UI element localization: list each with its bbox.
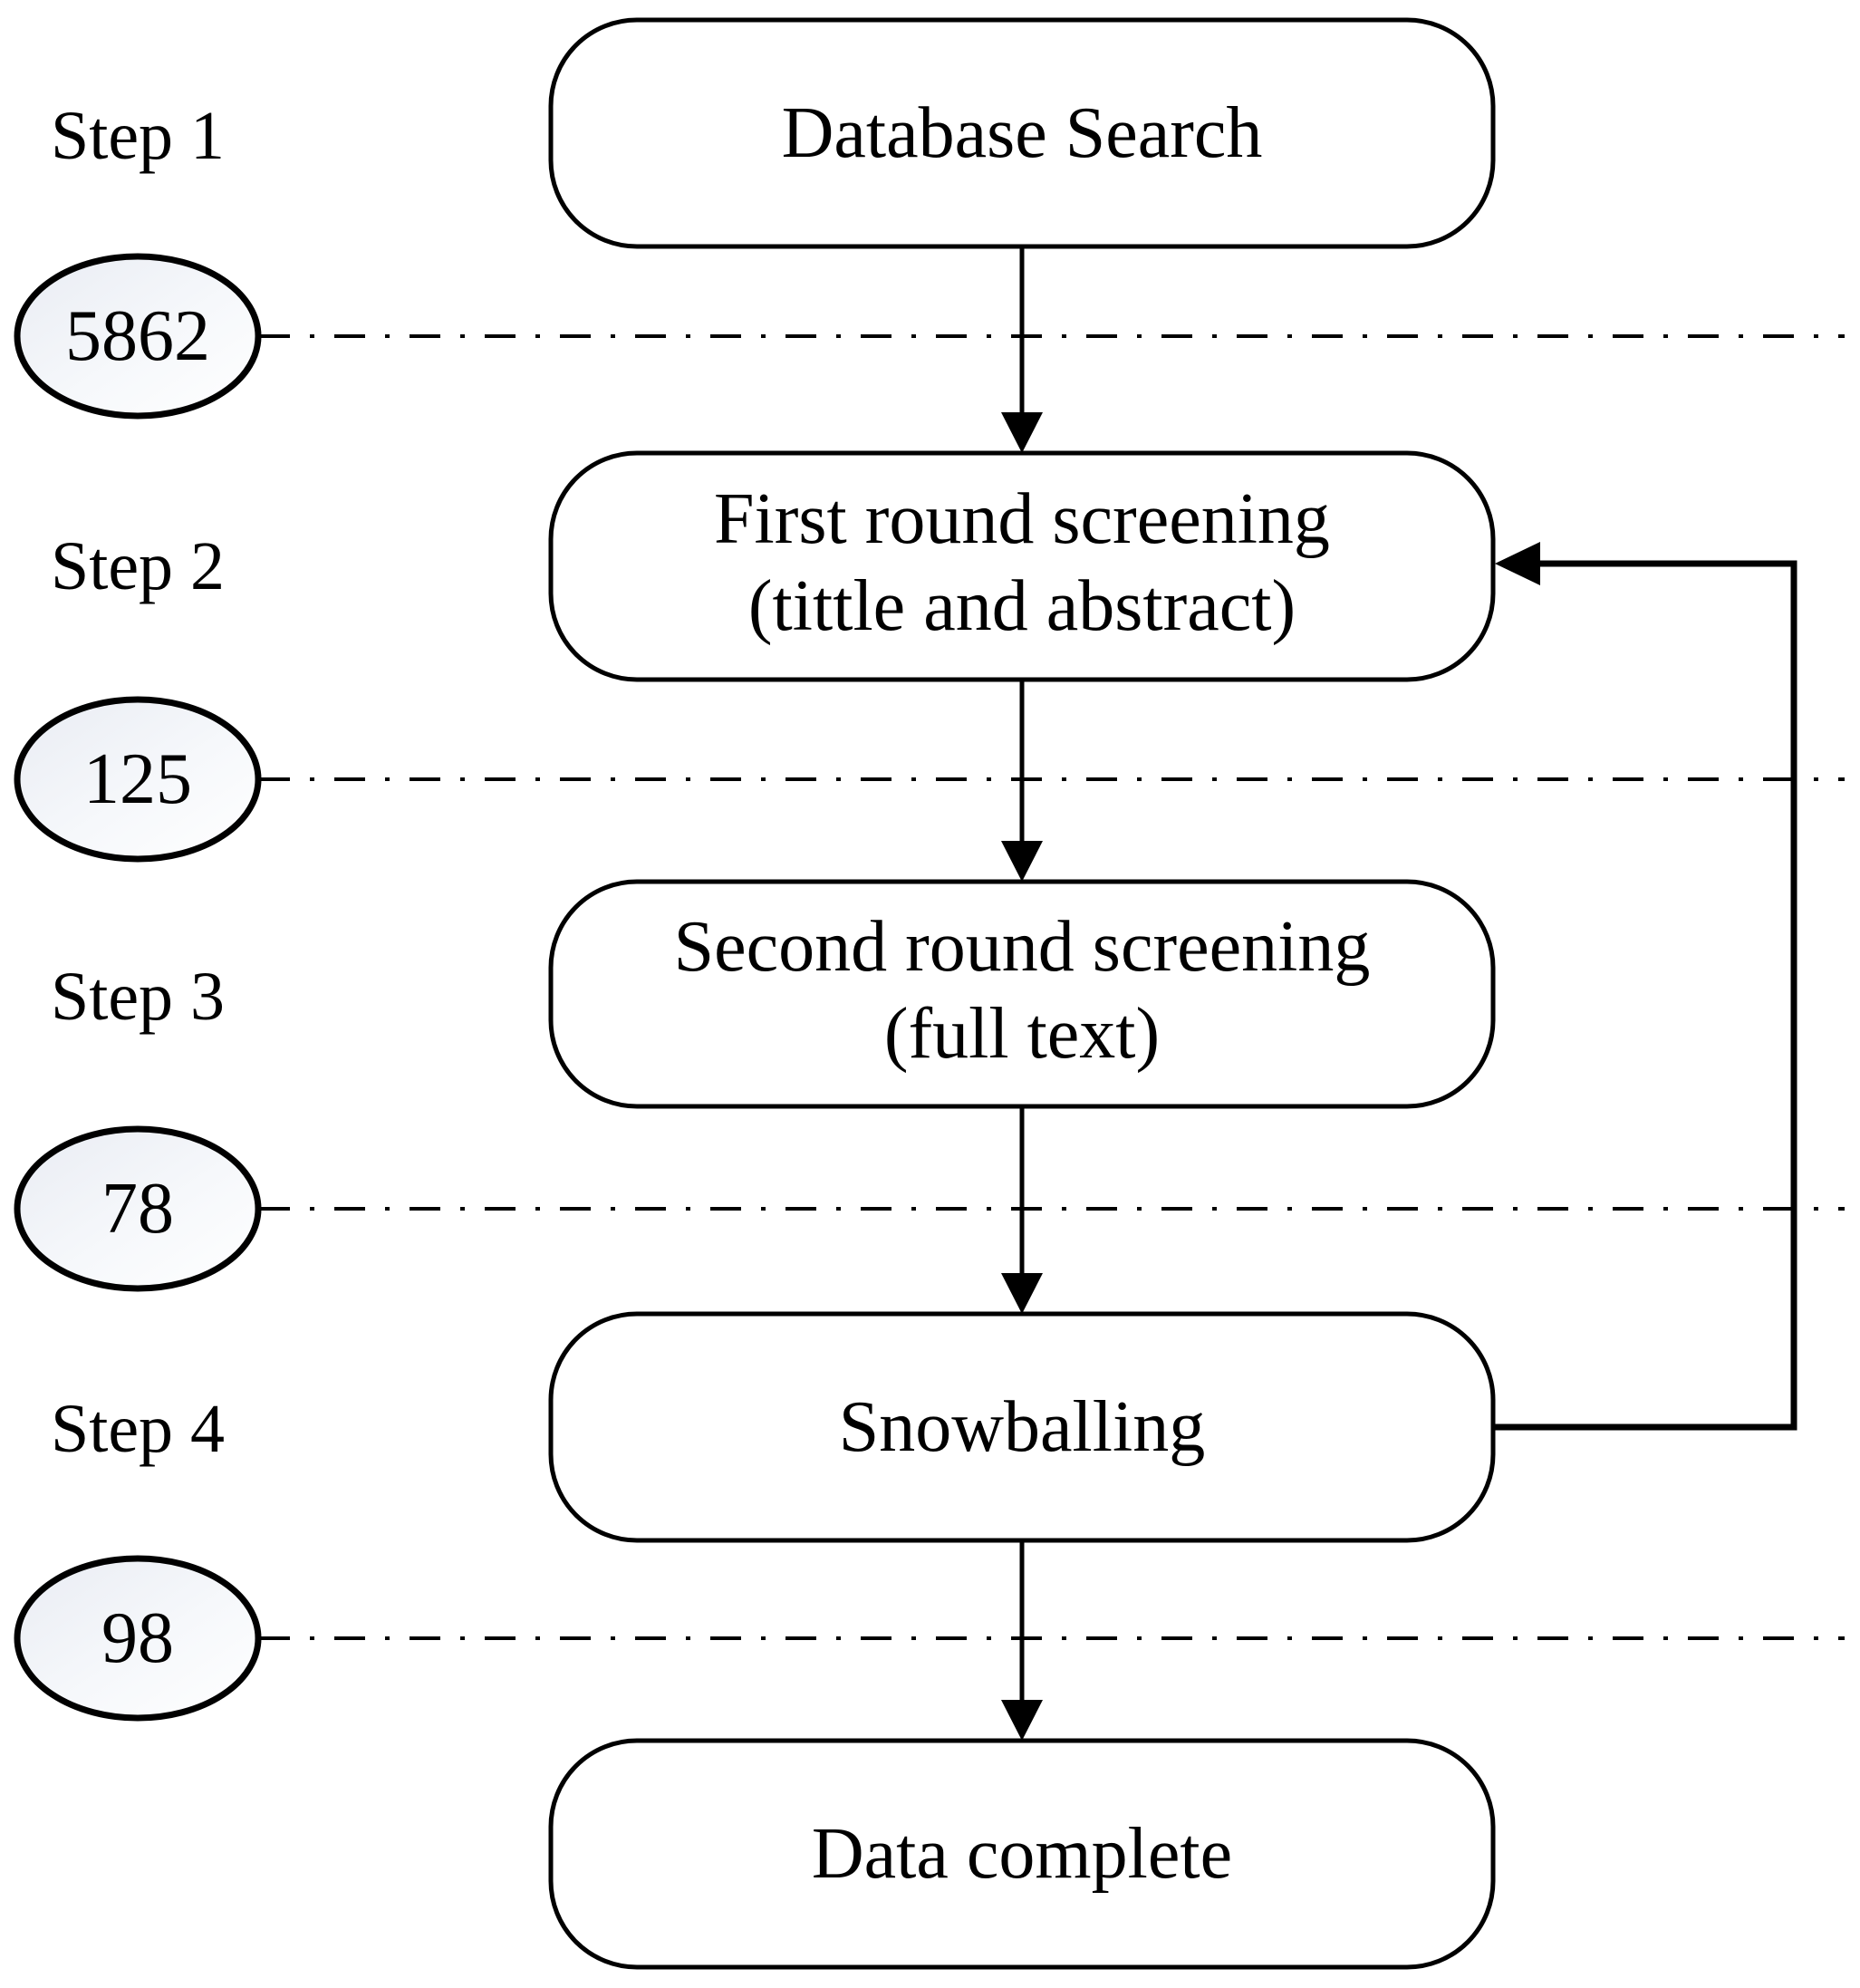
count-badge-1-ellipse bbox=[14, 253, 262, 420]
count-badge-4-value: 98 bbox=[101, 1598, 174, 1678]
count-badge-2: 125 bbox=[14, 696, 262, 863]
arrow-down-head-icon bbox=[1001, 1273, 1043, 1314]
arrow-down-head-icon bbox=[1001, 841, 1043, 882]
count-badge-4: 98 bbox=[14, 1555, 262, 1722]
node-second-round-screening-label-line2: (full text) bbox=[884, 994, 1160, 1074]
step-labels: Step 1 Step 2 Step 3 Step 4 bbox=[51, 98, 225, 1467]
arrow-down-head-icon bbox=[1001, 412, 1043, 453]
step-label-4: Step 4 bbox=[51, 1391, 225, 1467]
count-badge-2-ellipse bbox=[14, 696, 262, 863]
node-database-search-box bbox=[548, 17, 1496, 249]
node-second-round-screening-box bbox=[548, 879, 1496, 1109]
flow-nodes: Database Search First round screening (t… bbox=[548, 17, 1496, 1970]
node-first-round-screening-label-line2: (tittle and abstract) bbox=[748, 566, 1296, 646]
node-second-round-screening: Second round screening (full text) bbox=[548, 879, 1496, 1109]
count-badge-1: 5862 bbox=[14, 253, 262, 420]
node-second-round-screening-label-line1: Second round screening bbox=[674, 907, 1371, 987]
count-badge-2-value: 125 bbox=[83, 739, 192, 819]
feedback-loop bbox=[1493, 542, 1797, 1431]
node-data-complete-label: Data complete bbox=[812, 1814, 1232, 1894]
node-snowballing-box bbox=[548, 1311, 1496, 1543]
count-badge-3-value: 78 bbox=[101, 1169, 174, 1249]
count-badge-3: 78 bbox=[14, 1125, 262, 1292]
arrow-down-head-icon bbox=[1001, 1700, 1043, 1741]
node-first-round-screening: First round screening (tittle and abstra… bbox=[548, 450, 1496, 682]
count-badge-4-ellipse bbox=[14, 1555, 262, 1722]
step-label-3: Step 3 bbox=[51, 959, 225, 1035]
node-data-complete-box bbox=[548, 1738, 1496, 1970]
node-first-round-screening-box bbox=[548, 450, 1496, 682]
node-database-search-label: Database Search bbox=[782, 93, 1263, 173]
count-badges: 5862 125 78 98 bbox=[14, 253, 262, 1722]
flow-arrows bbox=[1001, 246, 1043, 1741]
step-label-1: Step 1 bbox=[51, 98, 225, 174]
count-badge-1-value: 5862 bbox=[65, 296, 210, 376]
arrow-left-head-icon bbox=[1495, 542, 1540, 585]
node-first-round-screening-label-line1: First round screening bbox=[714, 479, 1330, 559]
node-data-complete: Data complete bbox=[548, 1738, 1496, 1970]
feedback-line bbox=[1493, 560, 1797, 1431]
count-badge-3-ellipse bbox=[14, 1125, 262, 1292]
node-snowballing-label: Snowballing bbox=[839, 1387, 1205, 1467]
node-snowballing: Snowballing bbox=[548, 1311, 1496, 1543]
node-database-search: Database Search bbox=[548, 17, 1496, 249]
step-label-2: Step 2 bbox=[51, 528, 225, 604]
